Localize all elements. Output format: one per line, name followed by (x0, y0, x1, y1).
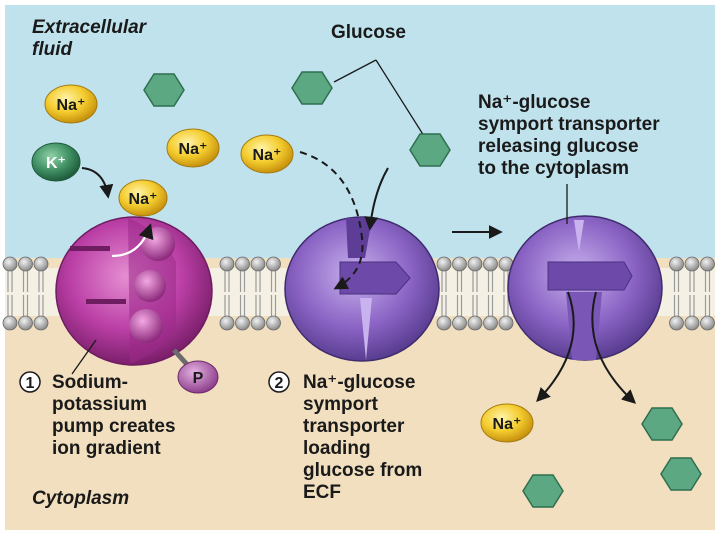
pump-leader-line (71, 339, 97, 375)
sodium-ion-label: Na⁺ (129, 191, 158, 208)
sodium-release-arrow (536, 291, 575, 403)
glucose-label: Glucose (331, 22, 406, 43)
sodium-ion-label: Na⁺ (57, 97, 86, 114)
step-2-label: Na⁺-glucose symport transporter loading … (303, 372, 423, 503)
phosphate-group: P (177, 360, 219, 394)
glucose-molecule (660, 457, 702, 491)
phosphate-label: P (193, 370, 204, 387)
glucose-molecule (143, 73, 185, 107)
sodium-ion: Na⁺ (166, 128, 220, 168)
sodium-ion: Na⁺ (44, 84, 98, 124)
sodium-ion: Na⁺ (240, 134, 294, 174)
potassium-ion: K⁺ (31, 142, 81, 182)
symport-transporter-releasing (507, 215, 663, 361)
potassium-ion-label: K⁺ (46, 155, 66, 172)
glucose-leader-line-1 (333, 59, 377, 83)
step-2-number: 2 (275, 375, 284, 392)
glucose-entry-arrow (364, 167, 389, 231)
glucose-molecule (291, 71, 333, 105)
sodium-ion: Na⁺ (480, 403, 534, 443)
step-1-number: 1 (26, 375, 35, 392)
step-1-badge: 1 (19, 371, 41, 393)
releasing-glucose-label: Na⁺-glucose symport transporter releasin… (478, 92, 660, 179)
step-1-label: Sodium- potassium pump creates ion gradi… (52, 372, 176, 459)
sodium-out-of-pump-arrow (111, 223, 154, 258)
glucose-molecule (522, 474, 564, 508)
glucose-leader-line-2 (375, 59, 425, 137)
cytoplasm-label: Cytoplasm (32, 488, 130, 509)
sodium-ion-label: Na⁺ (179, 141, 208, 158)
sodium-entry-arrow (299, 151, 364, 290)
potassium-into-pump-arrow (81, 167, 114, 199)
glucose-molecule (641, 407, 683, 441)
sodium-ion: Na⁺ (118, 179, 168, 217)
step-2-badge: 2 (268, 371, 290, 393)
extracellular-fluid-label: Extracellular fluid (32, 17, 147, 60)
sodium-potassium-pump (55, 216, 213, 366)
glucose-molecule (409, 133, 451, 167)
sodium-ion-label: Na⁺ (493, 416, 522, 433)
glucose-release-arrow (591, 291, 637, 404)
sodium-ion-label: Na⁺ (253, 147, 282, 164)
